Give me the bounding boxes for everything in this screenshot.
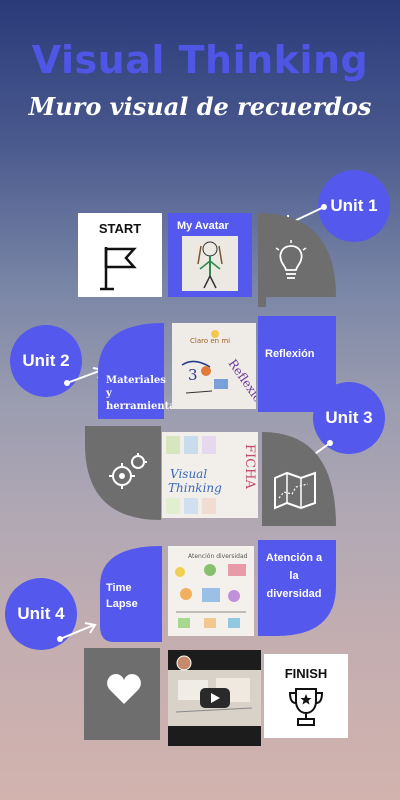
map-icon bbox=[274, 471, 316, 510]
unit-4-label: Unit 4 bbox=[17, 604, 65, 623]
reflexion-label: Reflexión bbox=[265, 348, 315, 360]
page-title: Visual Thinking bbox=[31, 38, 369, 82]
map-tile[interactable] bbox=[262, 432, 336, 526]
unit-3-badge[interactable]: Unit 3 bbox=[313, 382, 385, 454]
atencion-photo-image: Atención diversidad bbox=[168, 546, 254, 636]
lightbulb-tile[interactable] bbox=[258, 213, 336, 307]
svg-text:Thinking: Thinking bbox=[168, 481, 222, 495]
reflexion-photo-image: Reflexión Claro en mi 3 bbox=[172, 323, 256, 409]
gears-icon bbox=[109, 453, 147, 489]
unit-2-label: Unit 2 bbox=[22, 351, 70, 370]
trophy-icon bbox=[288, 688, 324, 726]
timelapse-label: Time Lapse bbox=[106, 582, 138, 610]
avatar-drawing-image bbox=[182, 236, 238, 291]
timelapse-video-player[interactable] bbox=[168, 650, 261, 746]
lightbulb-icon bbox=[275, 240, 307, 279]
finish-label: FINISH bbox=[284, 666, 328, 681]
atencion-tile[interactable] bbox=[258, 540, 336, 636]
materiales-label: Materiales y herramientas bbox=[106, 375, 182, 412]
avatar-tile[interactable]: My Avatar bbox=[168, 213, 252, 297]
start-flag-icon bbox=[100, 247, 137, 291]
start-label: START bbox=[98, 221, 142, 236]
unit-1-badge[interactable]: Unit 1 bbox=[318, 170, 390, 242]
unit-4-arrow-icon bbox=[57, 622, 97, 642]
svg-text:Atención diversidad: Atención diversidad bbox=[188, 553, 248, 560]
play-icon[interactable] bbox=[200, 688, 230, 708]
materiales-tile[interactable] bbox=[98, 323, 164, 421]
unit-4-badge[interactable]: Unit 4 bbox=[5, 578, 77, 650]
svg-text:FICHA: FICHA bbox=[242, 444, 257, 489]
avatar-label: My Avatar bbox=[177, 220, 229, 232]
svg-text:3: 3 bbox=[188, 366, 198, 384]
atencion-label: Atención a la diversidad bbox=[265, 552, 323, 600]
heart-icon bbox=[107, 674, 141, 704]
unit-2-badge[interactable]: Unit 2 bbox=[10, 325, 82, 397]
svg-text:Visual: Visual bbox=[170, 467, 207, 481]
unit-3-label: Unit 3 bbox=[325, 408, 373, 427]
unit-1-label: Unit 1 bbox=[330, 196, 378, 215]
visual-thinking-photo-image: Visual Thinking FICHA bbox=[162, 432, 258, 518]
timelapse-tile[interactable] bbox=[100, 546, 162, 642]
gears-tile[interactable] bbox=[85, 426, 161, 520]
finish-tile[interactable]: FINISH bbox=[264, 654, 348, 738]
page-subtitle: Muro visual de recuerdos bbox=[28, 92, 372, 121]
svg-text:Claro en mi: Claro en mi bbox=[190, 337, 230, 345]
start-tile[interactable]: START bbox=[78, 213, 162, 297]
